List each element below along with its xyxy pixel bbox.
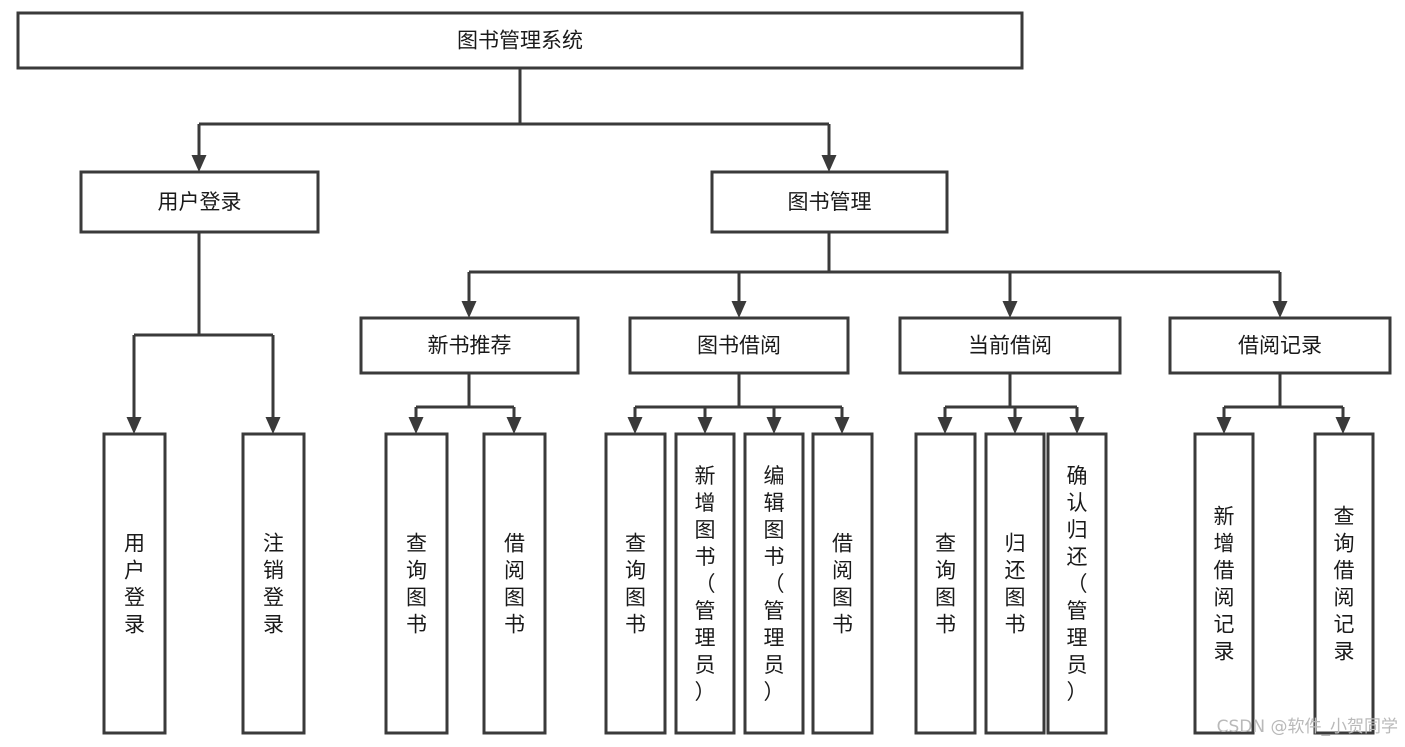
user-login-bus — [134, 232, 273, 337]
arrow-to-current-borrow — [1002, 272, 1018, 318]
leaf-node-10-label: 归还图书 — [1005, 532, 1026, 637]
root-bus — [199, 68, 829, 126]
leaf-node-1[interactable]: 用户登录 — [102, 432, 167, 735]
level3-node-4-label: 借阅记录 — [1238, 334, 1322, 358]
new-book-bus — [416, 373, 514, 409]
leaf-node-13[interactable]: 查询借阅记录 — [1313, 432, 1375, 735]
leaf-node-4[interactable]: 借阅图书 — [482, 432, 547, 735]
leaf-node-4-label: 借阅图书 — [504, 532, 525, 637]
level3-node-1-label: 新书推荐 — [428, 334, 512, 358]
level3-node-2[interactable]: 图书借阅 — [628, 316, 850, 375]
level2-node-2[interactable]: 图书管理 — [710, 170, 949, 234]
arrow-to-leaf-borrow-book-2 — [834, 407, 850, 434]
book-borrow-bus — [635, 373, 842, 409]
arrow-to-user-login — [191, 124, 207, 172]
level3-node-2-label: 图书借阅 — [697, 334, 781, 358]
leaf-node-9[interactable]: 查询图书 — [914, 432, 977, 735]
leaf-node-11-label: 确认归还（管理员） — [1067, 464, 1088, 704]
leaf-node-8[interactable]: 借阅图书 — [811, 432, 874, 735]
leaf-node-9-label: 查询图书 — [935, 532, 956, 637]
arrow-to-leaf-borrow-book-1 — [506, 407, 522, 434]
arrow-to-leaf-add-record — [1216, 407, 1232, 434]
level3-node-3-label: 当前借阅 — [968, 334, 1052, 358]
leaf-node-2-label: 注销登录 — [263, 532, 284, 637]
level2-node-1[interactable]: 用户登录 — [79, 170, 320, 234]
arrow-to-leaf-user-login — [126, 335, 142, 434]
connectors-layer — [134, 68, 1343, 409]
leaf-node-6-label: 新增图书（管理员） — [695, 464, 716, 704]
arrow-to-leaf-query-book-2 — [627, 407, 643, 434]
arrow-to-leaf-query-book-3 — [937, 407, 953, 434]
arrow-to-new-book — [461, 272, 477, 318]
leaf-node-3-label: 查询图书 — [406, 532, 427, 637]
arrow-to-book-manage — [821, 124, 837, 172]
leaf-node-7[interactable]: 编辑图书（管理员） — [743, 432, 805, 735]
level3-node-3[interactable]: 当前借阅 — [898, 316, 1122, 375]
leaf-node-13-label: 查询借阅记录 — [1334, 505, 1355, 664]
leaf-node-5[interactable]: 查询图书 — [604, 432, 667, 735]
book-manage-bus — [469, 232, 1280, 274]
leaf-node-6[interactable]: 新增图书（管理员） — [674, 432, 736, 735]
arrow-to-leaf-add-book — [697, 407, 713, 434]
current-borrow-bus — [945, 373, 1077, 409]
level3-node-1[interactable]: 新书推荐 — [359, 316, 580, 375]
leaf-node-8-label: 借阅图书 — [832, 532, 853, 637]
leaf-node-7-label: 编辑图书（管理员） — [764, 464, 785, 704]
arrow-to-book-borrow — [731, 272, 747, 318]
leaf-node-5-label: 查询图书 — [625, 532, 646, 637]
arrow-to-leaf-logout — [265, 335, 281, 434]
arrow-to-leaf-return-book — [1007, 407, 1023, 434]
level3-node-4[interactable]: 借阅记录 — [1168, 316, 1392, 375]
arrow-to-leaf-edit-book — [766, 407, 782, 434]
leaf-node-1-label: 用户登录 — [124, 532, 145, 637]
level2-node-1-label: 用户登录 — [158, 190, 242, 214]
arrow-to-borrow-record — [1272, 272, 1288, 318]
arrow-to-leaf-query-record — [1335, 407, 1351, 434]
leaf-node-12[interactable]: 新增借阅记录 — [1193, 432, 1255, 735]
borrow-record-bus — [1224, 373, 1343, 409]
root-node-book-management-system[interactable]: 图书管理系统 — [16, 11, 1024, 70]
leaf-node-10[interactable]: 归还图书 — [984, 432, 1046, 735]
csdn-watermark: CSDN @软件_小贺同学 — [1217, 717, 1398, 737]
arrow-to-leaf-confirm-return — [1069, 407, 1085, 434]
leaf-node-2[interactable]: 注销登录 — [241, 432, 306, 735]
arrow-to-leaf-query-book-1 — [408, 407, 424, 434]
leaf-node-3[interactable]: 查询图书 — [384, 432, 449, 735]
root-node-book-management-system-label: 图书管理系统 — [457, 29, 583, 53]
arrows-layer — [126, 124, 1351, 434]
leaf-node-11[interactable]: 确认归还（管理员） — [1046, 432, 1108, 735]
level2-node-2-label: 图书管理 — [788, 190, 872, 214]
leaf-node-12-label: 新增借阅记录 — [1214, 505, 1235, 664]
nodes-layer: 图书管理系统用户登录图书管理新书推荐图书借阅当前借阅借阅记录用户登录注销登录查询… — [16, 11, 1392, 735]
